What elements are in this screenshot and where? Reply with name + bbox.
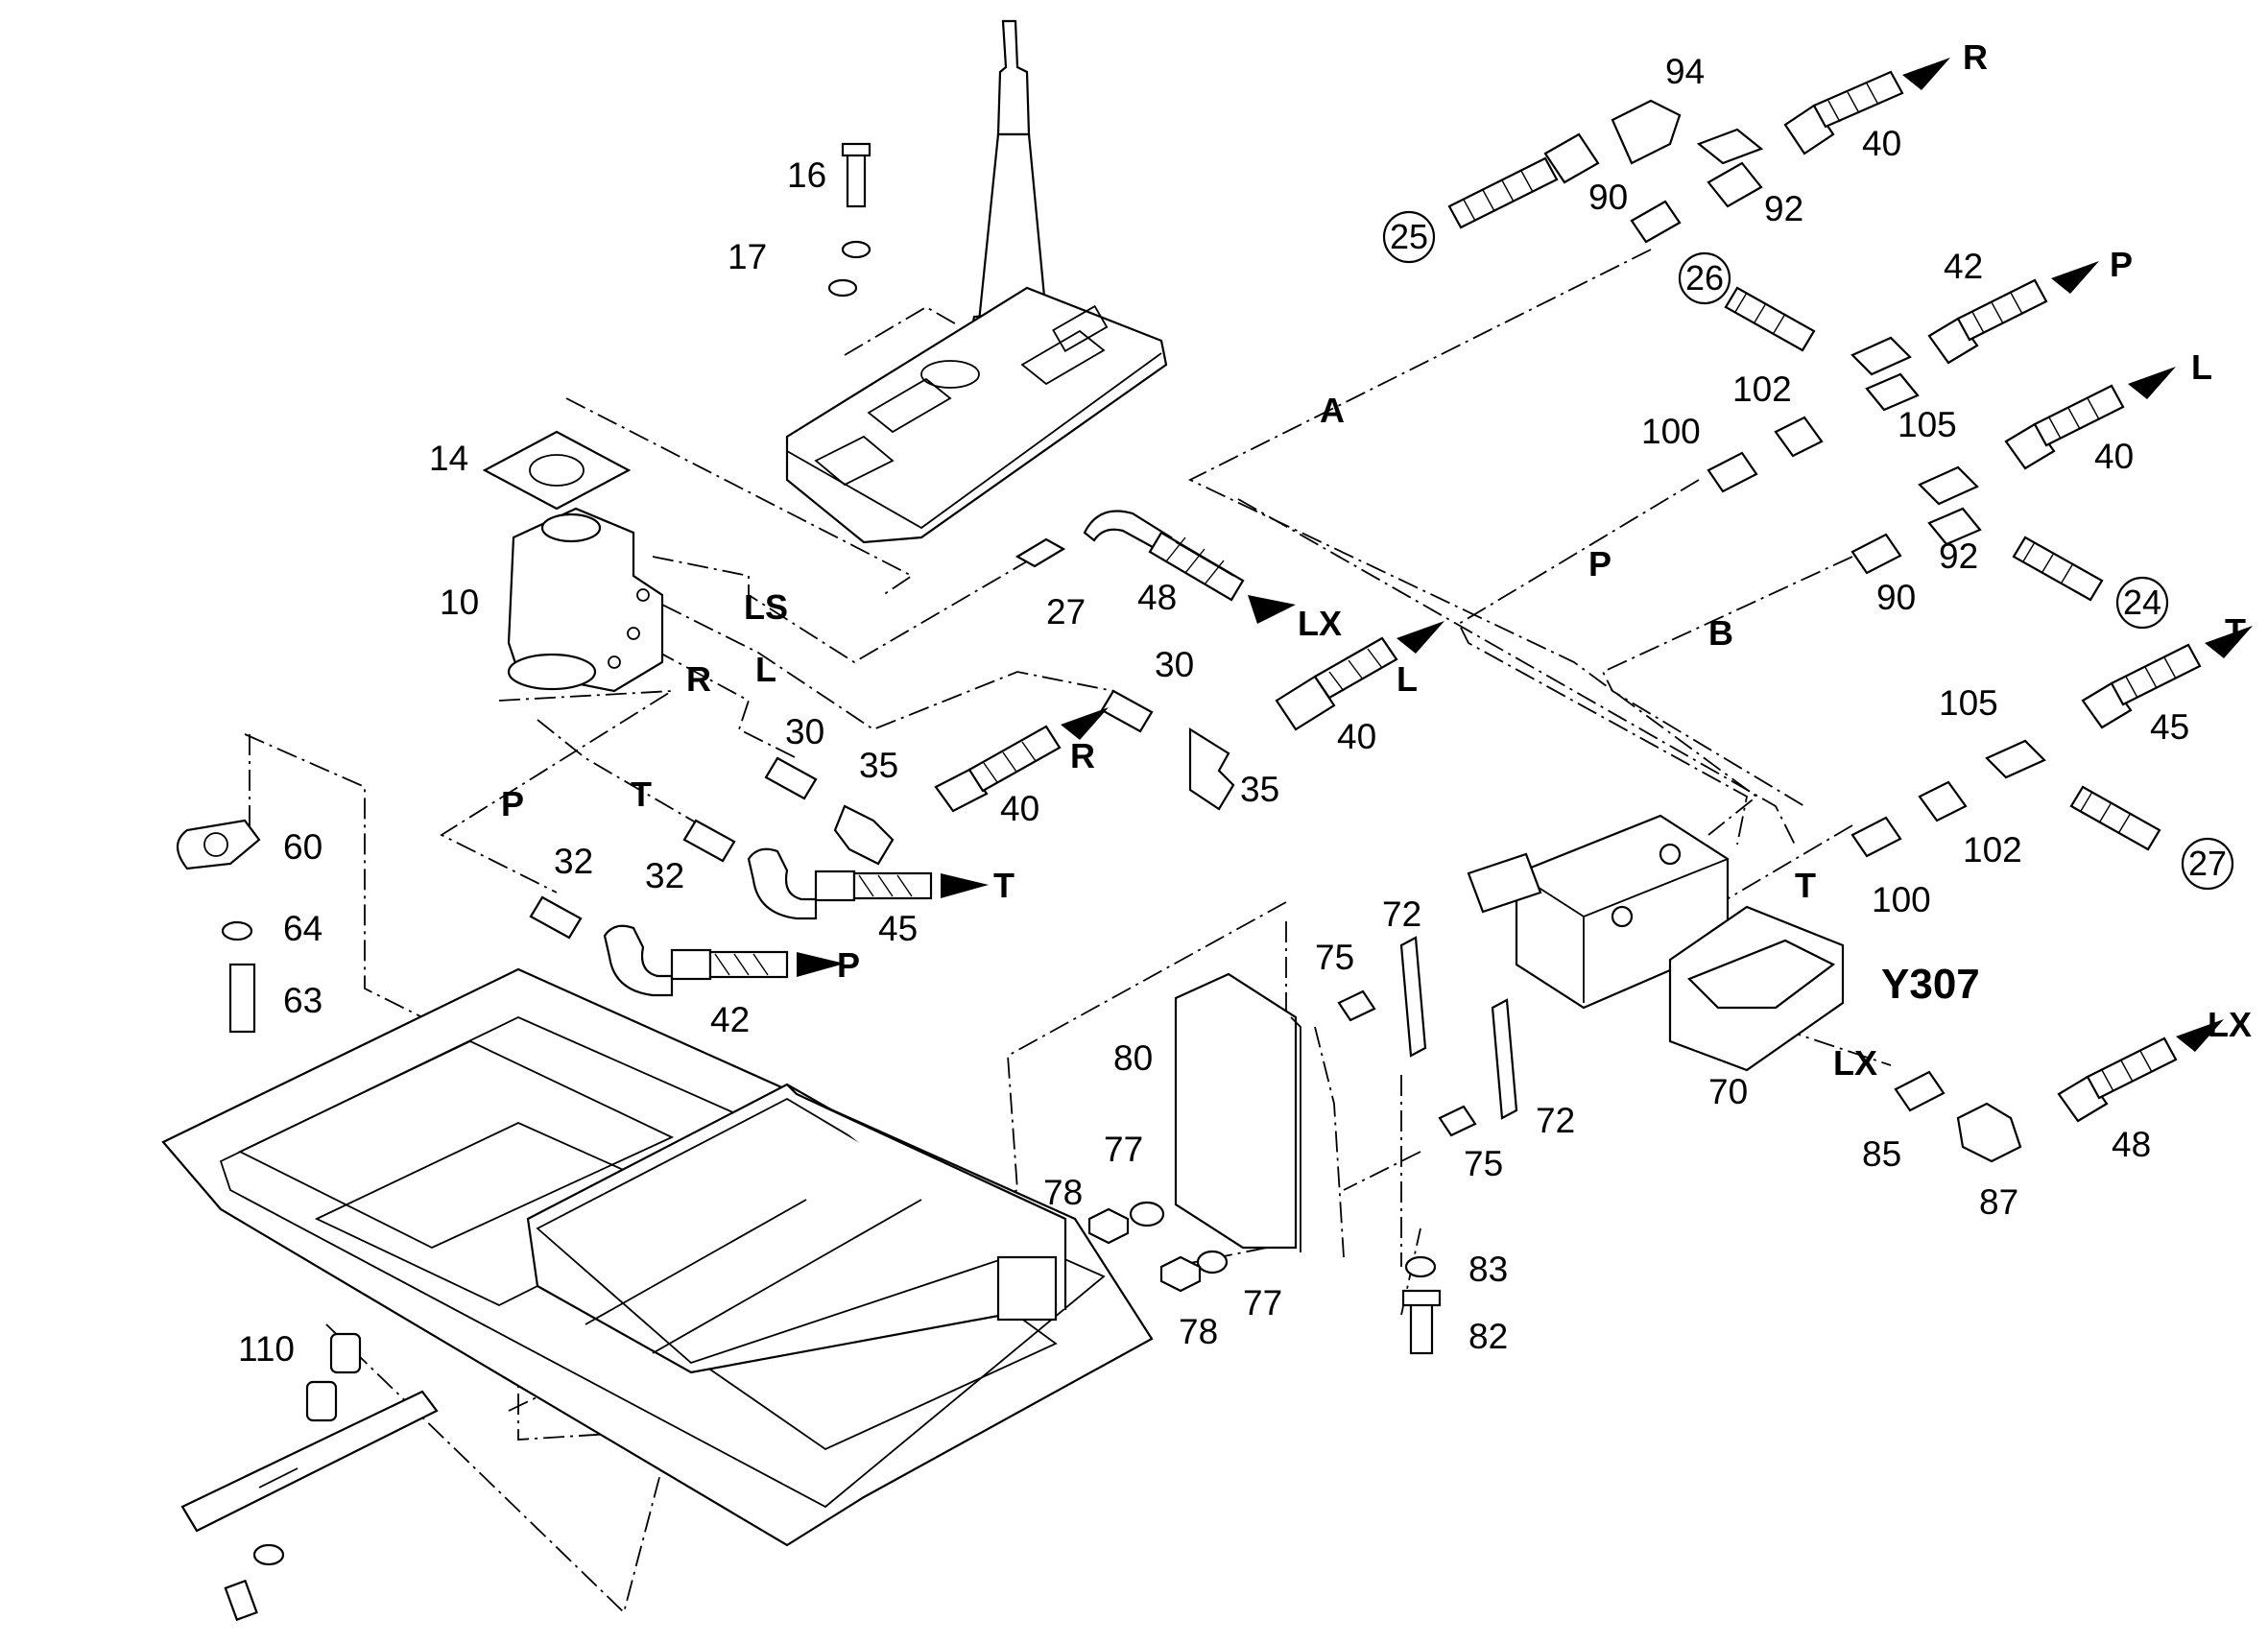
- label-92-mid: 92: [1939, 536, 1978, 576]
- label-40-r-mid: 40: [1000, 789, 1039, 828]
- label-75-lower: 75: [1464, 1144, 1503, 1183]
- arrow-label-t-mid: T: [993, 866, 1015, 905]
- line-a: A: [1320, 391, 1345, 430]
- label-32-lower: 32: [645, 856, 684, 895]
- label-16: 16: [787, 155, 826, 195]
- label-42-top: 42: [1944, 247, 1983, 286]
- label-105-lower: 105: [1939, 683, 1998, 723]
- label-100-lower: 100: [1872, 880, 1931, 919]
- label-80: 80: [1113, 1038, 1153, 1078]
- label-70: 70: [1708, 1072, 1748, 1111]
- label-48-right: 48: [2112, 1125, 2151, 1164]
- label-25: 25: [1390, 217, 1428, 256]
- steering-column: [785, 19, 1168, 544]
- arrow-label-r-mid: R: [1070, 736, 1095, 775]
- port-ls: LS: [744, 587, 788, 627]
- arrow-t-mid-icon: [941, 873, 989, 898]
- label-48-left: 48: [1137, 578, 1177, 617]
- label-110: 110: [238, 1329, 295, 1369]
- right-hoses: [1447, 70, 2202, 1163]
- port-p-left: P: [501, 784, 524, 823]
- arrow-r-top-icon: [1902, 58, 1950, 90]
- arrow-l-mid-icon: [1397, 621, 1444, 654]
- label-78-lower: 78: [1179, 1312, 1218, 1351]
- label-72-lower: 72: [1536, 1101, 1575, 1140]
- clamp-assembly: [176, 819, 261, 1034]
- arrow-label-lx-mid: LX: [1298, 604, 1342, 643]
- label-27-left: 27: [1046, 592, 1086, 631]
- port-l-left: L: [755, 650, 776, 689]
- arrow-label-t-top: T: [2225, 611, 2246, 651]
- port-labels: LS L R P T A P B T LX R P L T LX LX L R …: [501, 37, 2252, 1083]
- port-t-right: T: [1795, 866, 1816, 905]
- label-77-lower: 77: [1243, 1283, 1282, 1322]
- arrow-label-p-top: P: [2110, 245, 2133, 284]
- port-r-left: R: [686, 659, 711, 699]
- arrow-p-top-icon: [2051, 261, 2099, 294]
- label-26: 26: [1685, 258, 1724, 298]
- label-83: 83: [1468, 1250, 1508, 1289]
- label-45-left: 45: [878, 909, 918, 948]
- label-90-top: 90: [1588, 178, 1628, 217]
- label-72-upper: 72: [1382, 894, 1421, 934]
- label-60: 60: [283, 827, 322, 867]
- steering-unit: [482, 430, 664, 693]
- line-p: P: [1588, 544, 1611, 584]
- arrow-label-l-mid: L: [1397, 659, 1418, 699]
- label-35-right: 35: [1240, 770, 1279, 809]
- flow-arrows: [797, 58, 2253, 1052]
- arrow-lx-right-icon: [2176, 1019, 2224, 1052]
- label-30-lower: 30: [785, 712, 824, 751]
- label-63: 63: [283, 981, 322, 1020]
- port-t-left: T: [631, 774, 652, 814]
- part-labels: 10 14 16 17 24 25 26 27 27 30 30 32 32 3…: [238, 52, 2227, 1369]
- label-30-upper: 30: [1155, 645, 1194, 684]
- line-b: B: [1708, 613, 1733, 653]
- label-77-upper: 77: [1104, 1130, 1143, 1169]
- bracket-assembly: [1087, 936, 1518, 1355]
- label-40-l-mid: 40: [1337, 717, 1376, 756]
- left-hoses: [529, 510, 1398, 997]
- label-100-upper: 100: [1641, 412, 1701, 451]
- label-94: 94: [1665, 52, 1705, 91]
- floor-plate: [161, 967, 1154, 1622]
- label-82: 82: [1468, 1317, 1508, 1356]
- arrow-label-p-mid: P: [837, 945, 860, 985]
- arrow-label-l-top: L: [2191, 347, 2212, 387]
- arrow-label-r-top: R: [1963, 37, 1988, 77]
- label-105-upper: 105: [1898, 405, 1957, 444]
- label-102-upper: 102: [1732, 369, 1792, 409]
- label-102-lower: 102: [1963, 830, 2022, 870]
- valve-block: [1467, 814, 1845, 1072]
- label-32-upper: 32: [554, 842, 593, 881]
- label-27-right: 27: [2188, 844, 2227, 883]
- label-87: 87: [1979, 1182, 2018, 1222]
- label-42-bottom: 42: [710, 1000, 750, 1039]
- label-40-r-top: 40: [1862, 124, 1901, 163]
- label-78-upper: 78: [1043, 1173, 1083, 1212]
- arrow-l-top-icon: [2128, 367, 2176, 399]
- label-17: 17: [728, 237, 767, 276]
- label-85: 85: [1862, 1134, 1901, 1174]
- label-75-upper: 75: [1315, 938, 1354, 977]
- label-64: 64: [283, 909, 322, 948]
- label-45-right: 45: [2150, 707, 2189, 747]
- label-92-top: 92: [1764, 189, 1803, 228]
- label-90-mid: 90: [1876, 578, 1916, 617]
- arrow-p-mid-icon: [797, 952, 845, 977]
- label-40-l-right: 40: [2094, 437, 2134, 476]
- label-24: 24: [2123, 583, 2161, 622]
- label-10: 10: [440, 583, 479, 622]
- component-code-y307: Y307: [1881, 961, 1980, 1008]
- arrow-lx-mid-icon: [1248, 595, 1296, 624]
- arrow-r-mid-icon: [1061, 707, 1109, 740]
- circled-references: [1382, 210, 2234, 891]
- port-lx-valve: LX: [1833, 1043, 1877, 1083]
- arrow-t-top-icon: [2205, 626, 2253, 658]
- label-35-left: 35: [859, 746, 898, 785]
- arrow-label-lx-right: LX: [2208, 1005, 2252, 1044]
- label-14: 14: [429, 439, 468, 478]
